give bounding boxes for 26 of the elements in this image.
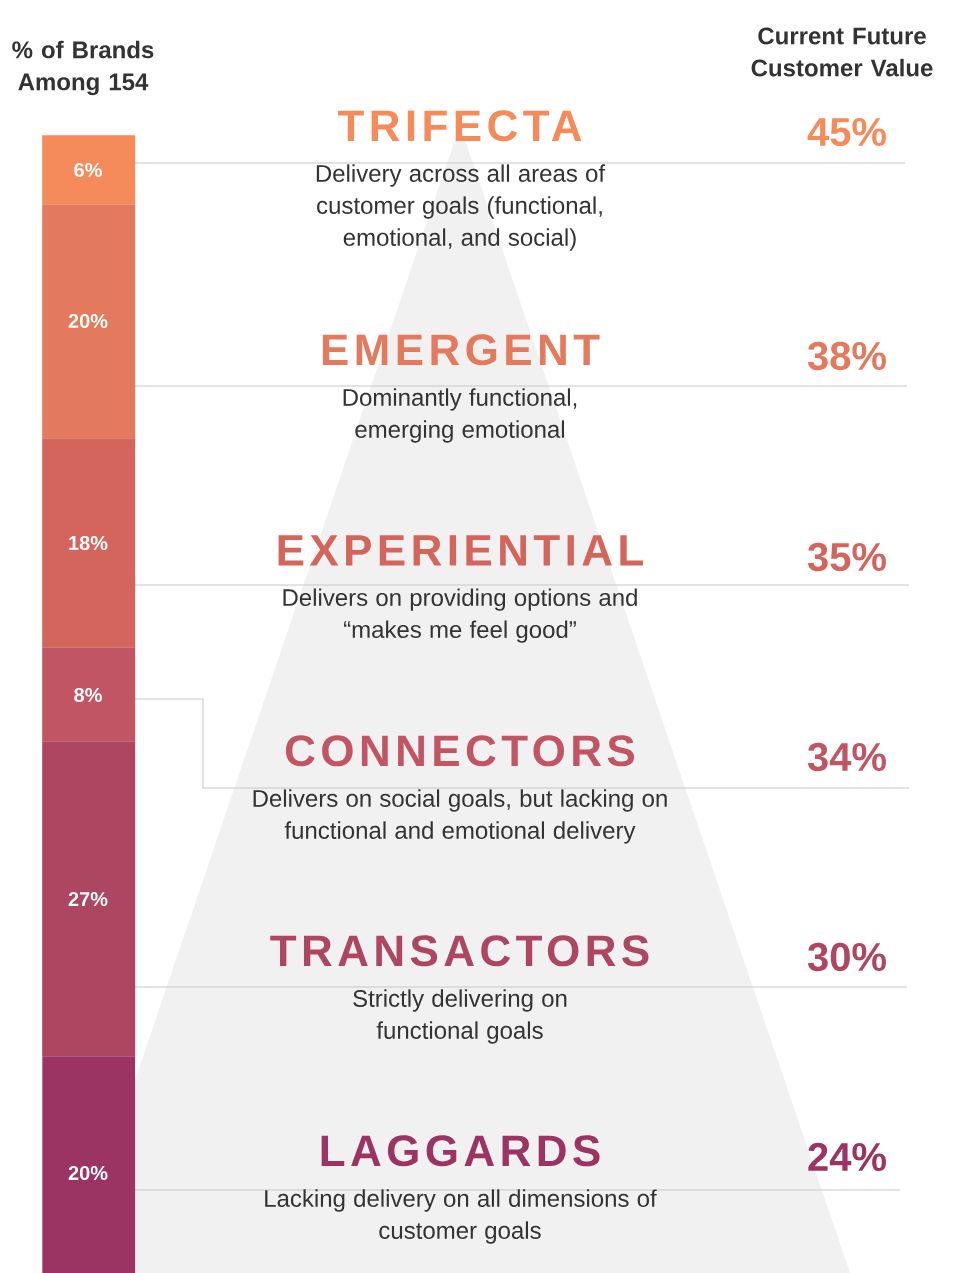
tier-label: EXPERIENTIAL Delivers on providing options and “makes me feel good” — [278, 535, 643, 643]
value-label: 30% — [807, 942, 886, 972]
tier-label: EMERGENT Dominantly functional, emerging emotional — [322, 334, 600, 443]
value-label: 38% — [807, 341, 886, 371]
bar-segment — [42, 135, 136, 205]
tier-label: TRIFECTA Delivery across all areas of customer goals (functional, emotional, and social) — [316, 110, 606, 251]
tier-label: CONNECTORS Delivers on social goals, but lacking on functional and emotional delivery — [253, 735, 667, 844]
value-label: 35% — [807, 542, 886, 572]
tier-label: TRANSACTORS Strictly delivering on functional goals — [270, 935, 649, 1044]
percent-label: 18% — [69, 535, 108, 551]
bar-segment — [42, 741, 136, 1057]
column-header: % of Brands Among 154 — [12, 40, 154, 96]
percent-label: 6% — [74, 162, 102, 178]
percent-label: 8% — [74, 687, 102, 703]
bar-segment — [42, 204, 136, 439]
percent-label: 20% — [68, 313, 108, 329]
value-label: 24% — [808, 1142, 886, 1172]
percent-label: 20% — [68, 1165, 108, 1181]
bar-segment — [42, 647, 136, 742]
value-label: 34% — [807, 742, 886, 772]
percent-label: 27% — [68, 891, 108, 907]
value-label: 45% — [807, 117, 886, 147]
bar-segment — [42, 438, 136, 648]
column-header: Current Future Customer Value — [751, 27, 933, 77]
tier-label: LAGGARDS Lacking delivery on all dimensions of customer goals — [265, 1135, 657, 1244]
bar-segment — [42, 1056, 136, 1273]
